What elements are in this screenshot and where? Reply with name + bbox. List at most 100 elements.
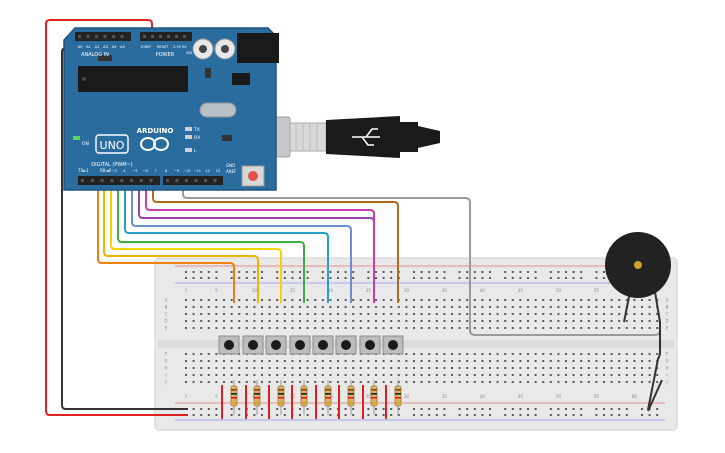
resistor[interactable] — [324, 380, 332, 415]
push-button[interactable] — [242, 335, 264, 355]
power-jack — [237, 33, 279, 63]
rail-hole — [656, 408, 659, 410]
breadboard-hole — [519, 374, 522, 376]
push-button[interactable] — [312, 335, 334, 355]
rail-hole — [489, 277, 491, 279]
breadboard-hole — [405, 299, 408, 301]
rail-hole — [557, 414, 560, 416]
push-button[interactable] — [382, 335, 404, 355]
breadboard-hole — [519, 320, 522, 322]
jumper-wire-pin2[interactable] — [97, 184, 235, 303]
push-button[interactable] — [265, 335, 287, 355]
jumper-wire-pin12[interactable] — [182, 184, 661, 336]
breadboard-hole — [618, 320, 621, 322]
push-button[interactable] — [289, 335, 311, 355]
breadboard-hole — [223, 367, 225, 369]
rail-hole — [534, 277, 537, 279]
analog-label: ANALOG IN — [81, 52, 109, 58]
breadboard-hole — [337, 360, 339, 362]
breadboard-hole — [572, 306, 575, 308]
resistor[interactable] — [230, 380, 238, 415]
breadboard-hole — [641, 299, 643, 301]
arduino-uno-board[interactable]: UNO ARDUINO DIGITAL (PWM~) ANALOG IN POW… — [63, 27, 279, 191]
rail-hole — [557, 277, 560, 279]
jumper-wire-pin9[interactable] — [145, 184, 375, 303]
jumper-wire-pin6[interactable] — [124, 184, 329, 303]
rail-hole — [428, 277, 431, 279]
breadboard-hole — [291, 360, 294, 362]
breadboard-hole — [534, 374, 537, 376]
header-pin — [213, 179, 217, 182]
push-button[interactable] — [359, 335, 381, 355]
breadboard-hole — [253, 320, 256, 322]
jumper-wire-pin7[interactable] — [131, 184, 352, 303]
rail-hole — [641, 414, 643, 416]
breadboard-hole — [641, 320, 643, 322]
breadboard-hole — [207, 327, 210, 329]
power-5v-wire[interactable] — [45, 19, 188, 416]
breadboard-hole — [542, 306, 545, 308]
breadboard-hole — [580, 320, 583, 322]
resistor[interactable] — [347, 380, 355, 415]
jumper-wires[interactable] — [45, 19, 663, 419]
breadboard-hole — [390, 306, 393, 308]
breadboard-hole — [633, 367, 636, 369]
jumper-wire-pin10[interactable] — [152, 184, 399, 303]
breadboard-hole — [489, 306, 491, 308]
breadboard-hole — [428, 360, 431, 362]
push-button[interactable] — [218, 335, 240, 355]
push-button[interactable] — [335, 335, 357, 355]
header-pin — [78, 35, 81, 38]
jumper-wire-pin5[interactable] — [117, 184, 305, 303]
breadboard-hole — [359, 313, 362, 315]
rail-hole — [527, 408, 529, 410]
buzzer-gnd-wire-2[interactable] — [647, 379, 663, 412]
infinity-logo-icon — [140, 137, 169, 151]
buzzer-gnd-wire[interactable] — [647, 322, 661, 411]
breadboard-hole — [276, 299, 279, 301]
breadboard-hole — [283, 313, 286, 315]
digital-pin-label: 13 — [216, 169, 221, 173]
breadboard-hole — [595, 313, 598, 315]
breadboard-hole — [375, 299, 377, 301]
power-label: POWER — [156, 52, 175, 58]
jumper-wire-pin3[interactable] — [103, 184, 259, 303]
resistor[interactable] — [394, 380, 402, 415]
rail-hole — [200, 408, 203, 410]
reset-button-cap[interactable] — [248, 171, 258, 181]
breadboard-hole — [648, 367, 651, 369]
breadboard-hole — [595, 353, 598, 355]
breadboard-hole — [595, 327, 598, 329]
push-buttons[interactable] — [218, 335, 404, 355]
resistor[interactable] — [277, 380, 285, 415]
breadboard-hole — [352, 360, 355, 362]
breadboard-hole — [207, 360, 210, 362]
resistor[interactable] — [300, 380, 308, 415]
rail-hole — [625, 414, 628, 416]
breadboard-hole — [435, 367, 438, 369]
breadboard-hole — [603, 327, 605, 329]
column-number: 10 — [252, 288, 258, 293]
reset-label: RESET — [157, 45, 169, 49]
crystal — [199, 102, 237, 118]
breadboard-hole — [466, 299, 469, 301]
jumper-wire-pin4[interactable] — [110, 184, 282, 303]
rail-hole — [215, 408, 218, 410]
breadboard-hole — [618, 353, 621, 355]
resistor[interactable] — [253, 380, 261, 415]
ioref-label: IOREF — [141, 45, 151, 49]
breadboard-hole — [481, 367, 484, 369]
resistor[interactable] — [370, 380, 378, 415]
breadboard-hole — [473, 353, 476, 355]
breadboard-hole — [519, 306, 522, 308]
breadboard-hole — [329, 313, 332, 315]
piezo-buzzer[interactable] — [605, 232, 671, 323]
breadboard-hole — [572, 320, 575, 322]
breadboard-hole — [299, 306, 301, 308]
rail-hole — [192, 271, 195, 273]
resistors[interactable] — [230, 380, 402, 415]
rail-hole — [549, 271, 552, 273]
breadboard-hole — [549, 367, 552, 369]
breadboard-hole — [565, 320, 567, 322]
breadboard-hole — [337, 313, 339, 315]
